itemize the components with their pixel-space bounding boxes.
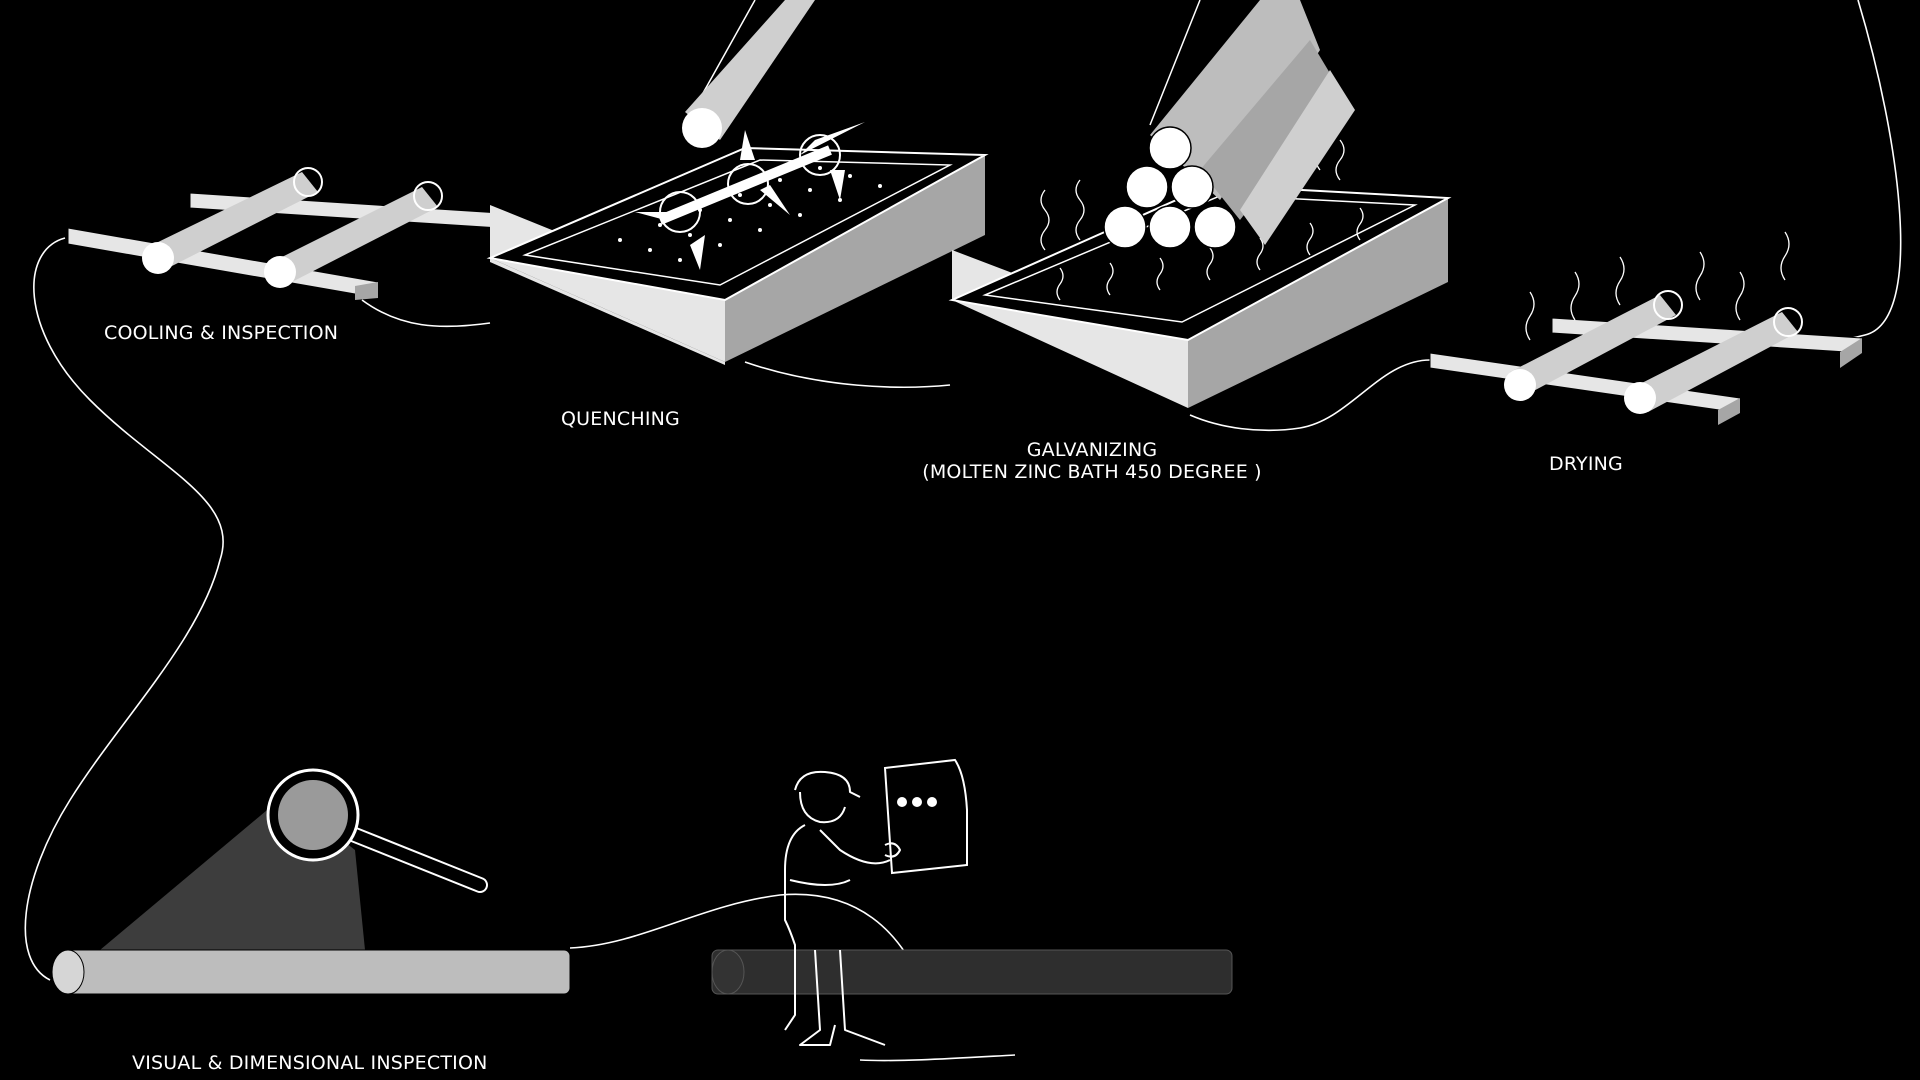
stage-label-drying: DRYING <box>1549 453 1623 475</box>
stage-label-galvanizing: GALVANIZING (MOLTEN ZINC BATH 450 DEGREE… <box>922 439 1262 483</box>
stage-label-quenching: QUENCHING <box>561 408 680 430</box>
stage-label-galvanizing-line1: GALVANIZING <box>922 439 1262 461</box>
stage-label-cooling: COOLING & INSPECTION <box>104 322 338 344</box>
stage-label-visual-inspection: VISUAL & DIMENSIONAL INSPECTION <box>132 1052 488 1074</box>
stage-label-galvanizing-line2: (MOLTEN ZINC BATH 450 DEGREE ) <box>922 461 1262 483</box>
